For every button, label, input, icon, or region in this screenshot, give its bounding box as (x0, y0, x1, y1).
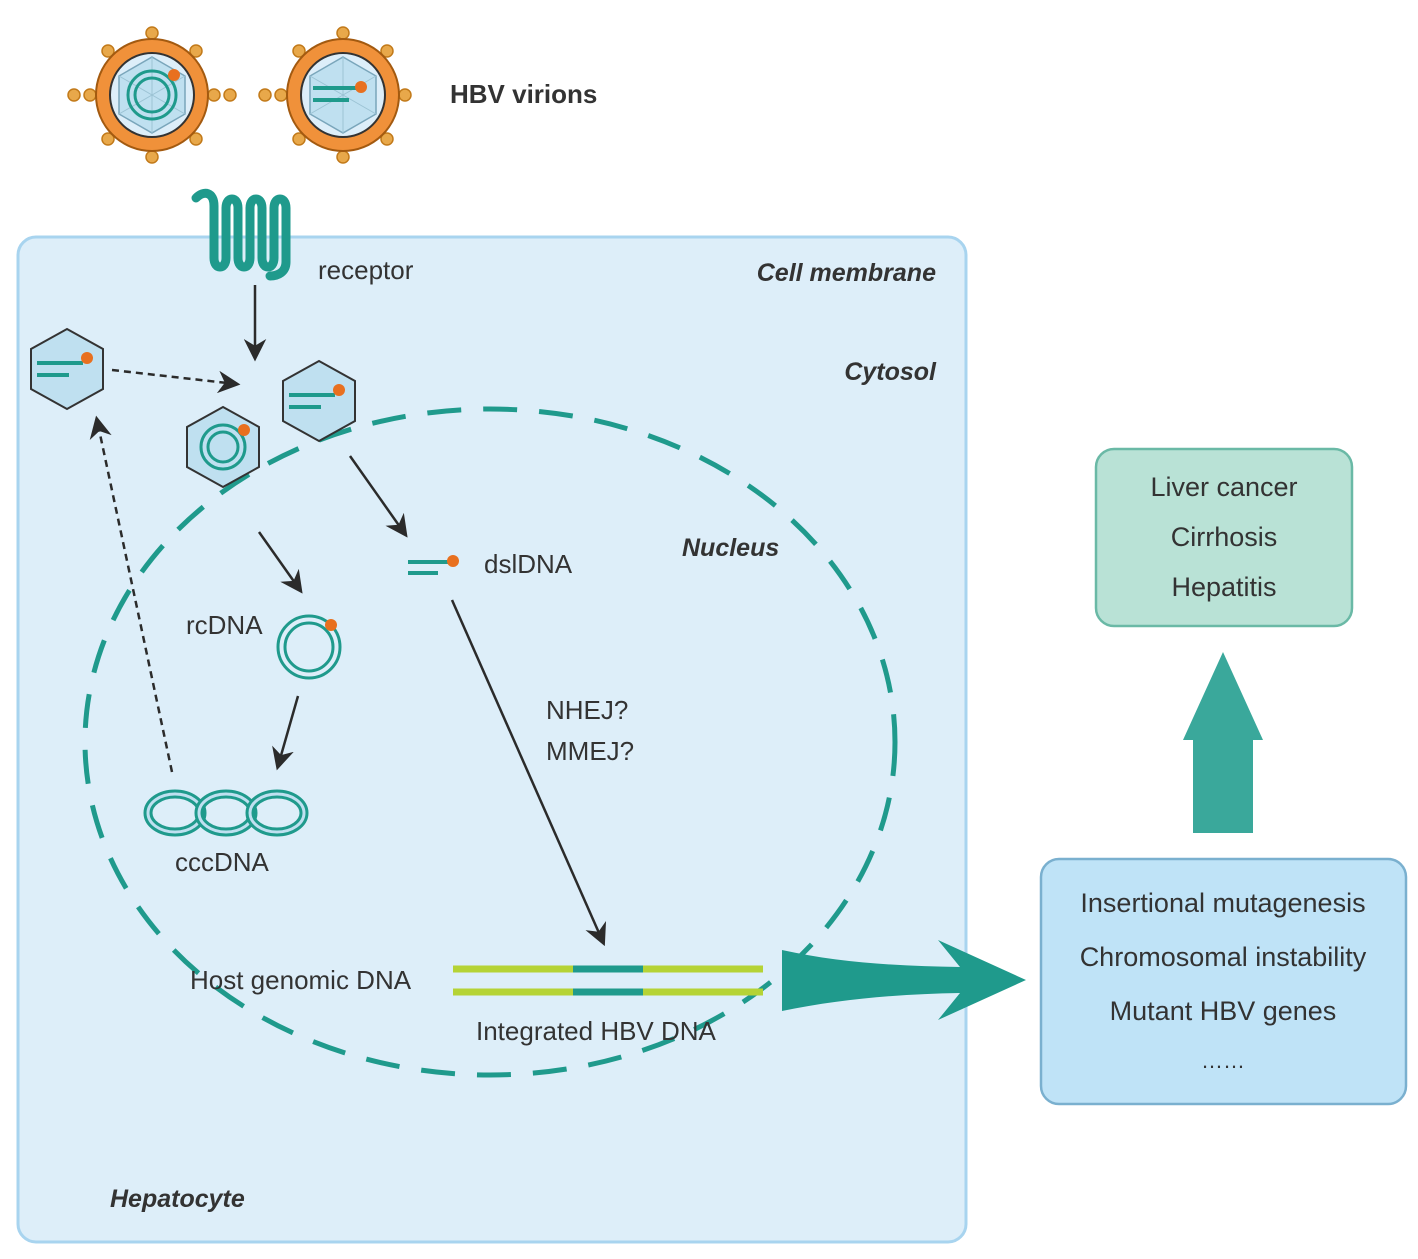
outcome-ellipsis: …… (1201, 1048, 1245, 1073)
capsid-dsldna (282, 359, 356, 443)
hbv-virions-label: HBV virions (450, 79, 597, 109)
outcome-chromosomal-instability: Chromosomal instability (1080, 942, 1367, 972)
host-genomic-dna (453, 965, 763, 996)
nhej-label: NHEJ? (546, 695, 628, 725)
hbv-virion-rcdna (67, 26, 237, 164)
nucleus-membrane (82, 406, 898, 1078)
outcomes-box (1039, 857, 1408, 1106)
host-genomic-dna-label: Host genomic DNA (190, 965, 412, 995)
hepatocyte-label: Hepatocyte (110, 1185, 245, 1213)
capsid-recycled (30, 327, 104, 411)
integration-arrow (450, 599, 607, 947)
receptor-icon (191, 188, 291, 281)
rcdna-icon (276, 614, 342, 680)
cccdna-icon (143, 789, 309, 837)
disease-liver-cancer: Liver cancer (1150, 472, 1297, 502)
dsldna-icon (408, 555, 459, 575)
capsid-to-rcdna-arrow (257, 531, 303, 594)
capsid-to-dsldna-arrow (348, 455, 408, 538)
disease-cirrhosis: Cirrhosis (1171, 522, 1278, 552)
cytosol-label: Cytosol (844, 358, 937, 386)
outcome-insertional-mutagenesis: Insertional mutagenesis (1080, 888, 1365, 918)
rcdna-label: rcDNA (186, 610, 263, 640)
cell-membrane-label: Cell membrane (757, 259, 936, 287)
outcome-mutant-hbv-genes: Mutant HBV genes (1110, 996, 1337, 1026)
dsldna-label: dslDNA (484, 549, 573, 579)
disease-box (1094, 447, 1354, 628)
mmej-label: MMEJ? (546, 736, 634, 766)
capsid-rcdna (186, 405, 260, 489)
big-up-arrow (1183, 652, 1263, 833)
big-right-arrow (782, 940, 1026, 1020)
recycle-to-entry-arrow (111, 368, 241, 394)
receptor-label: receptor (318, 255, 414, 285)
integrated-hbv-dna-label: Integrated HBV DNA (476, 1016, 717, 1046)
nucleus-label: Nucleus (682, 534, 779, 562)
hbv-virion-dsldna (258, 26, 412, 164)
rcdna-to-cccdna-arrow (272, 695, 300, 771)
disease-hepatitis: Hepatitis (1171, 572, 1276, 602)
hepatocyte-cell (16, 235, 968, 1244)
cccdna-label: cccDNA (175, 847, 270, 877)
